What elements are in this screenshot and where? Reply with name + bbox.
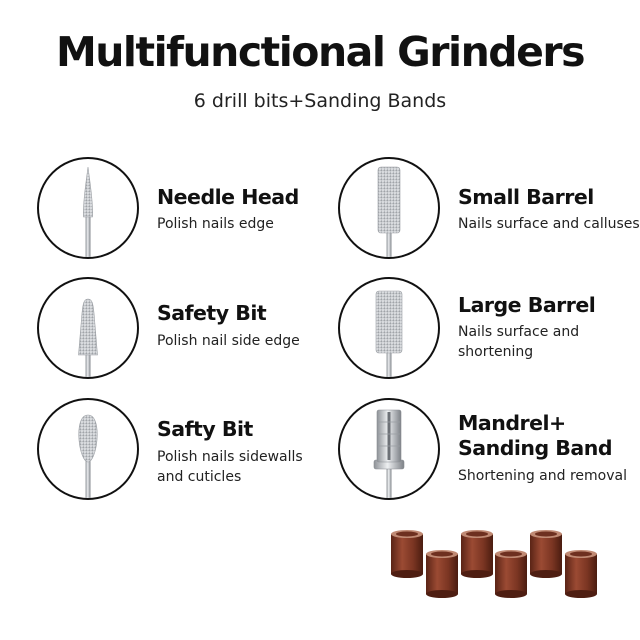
page-title: Multifunctional Grinders: [55, 28, 586, 76]
item-name: Mandrel+: [458, 411, 566, 435]
item-name: Safty Bit: [157, 417, 253, 441]
item-desc: Polish nails edge: [157, 216, 274, 232]
item-desc: Polish nails sidewalls: [157, 449, 303, 465]
item-desc: Polish nail side edge: [157, 333, 300, 349]
item-name: Needle Head: [157, 185, 299, 209]
item-name: Small Barrel: [458, 185, 594, 209]
mandrel-bit-icon: [338, 398, 440, 500]
item-desc: shortening: [458, 344, 534, 360]
item-desc: Shortening and removal: [458, 468, 627, 484]
sanding-band-icon: [565, 550, 597, 598]
sanding-bands-image: [391, 530, 597, 598]
large-barrel-bit-icon: [338, 277, 440, 379]
small-barrel-bit-icon: [338, 157, 440, 259]
item-desc: Nails surface and: [458, 324, 580, 340]
item-desc: Nails surface and calluses: [458, 216, 640, 232]
oval-safety-bit-icon: [37, 398, 139, 500]
sanding-band-icon: [495, 550, 527, 598]
item-name: Large Barrel: [458, 293, 596, 317]
page-subtitle: 6 drill bits+Sanding Bands: [193, 90, 447, 112]
sanding-band-icon: [461, 530, 493, 578]
sanding-band-icon: [391, 530, 423, 578]
needle-head-bit-icon: [37, 157, 139, 259]
item-name: Sanding Band: [458, 436, 613, 460]
safety-bit-icon: [37, 277, 139, 379]
item-name: Safety Bit: [157, 301, 267, 325]
sanding-band-icon: [530, 530, 562, 578]
item-desc: and cuticles: [157, 469, 242, 485]
sanding-band-icon: [426, 550, 458, 598]
